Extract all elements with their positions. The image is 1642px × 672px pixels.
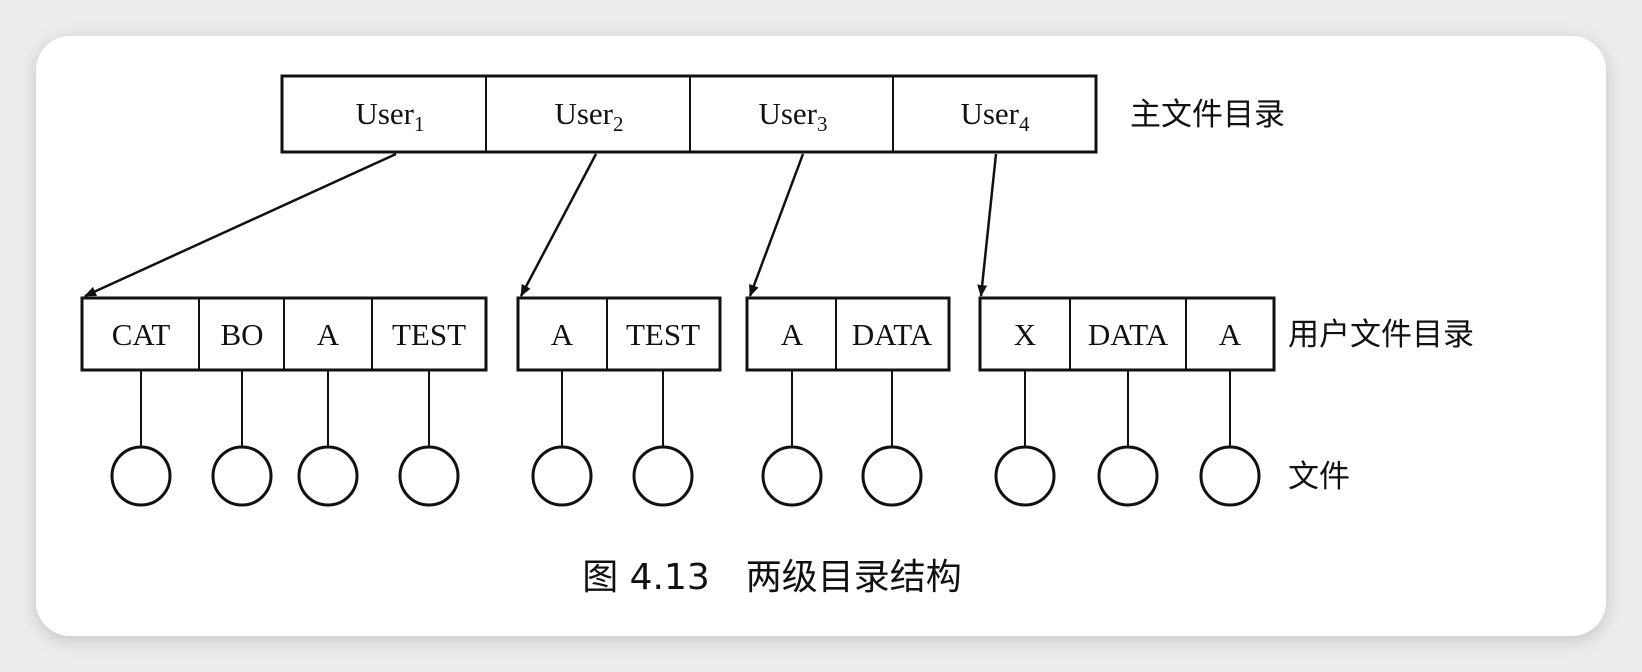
master-entry-user4: User4: [960, 96, 1030, 136]
file-circle: [531, 445, 593, 507]
master-directory: User1 User2 User3 User4 主文件目录: [280, 74, 1285, 154]
user-directory-3: A DATA: [745, 296, 951, 372]
file-circle: [110, 445, 172, 507]
file-node: [110, 370, 172, 507]
file-nodes: [110, 370, 1261, 507]
pointer-arrow: [748, 153, 805, 297]
file-node: [761, 370, 823, 507]
user-directory-box: [978, 296, 1276, 372]
master-directory-label: 主文件目录: [1130, 97, 1285, 133]
figure-caption: 图 4.13 两级目录结构: [582, 557, 962, 598]
user-directory-entry: TEST: [392, 317, 466, 352]
file-circle: [398, 445, 460, 507]
file-node: [994, 370, 1056, 507]
pointer-arrow: [84, 152, 397, 298]
user-directory-box: [516, 296, 722, 372]
file-node: [211, 370, 273, 507]
master-entry-user2: User2: [554, 96, 623, 136]
user-directory-entry: X: [1014, 317, 1036, 352]
file-circle: [761, 445, 823, 507]
file-node: [632, 370, 694, 507]
user-directory-entry: A: [317, 317, 340, 352]
user-directory-4: X DATA A: [978, 296, 1276, 372]
user-directory-entry: DATA: [852, 317, 933, 352]
file-node: [531, 370, 593, 507]
file-circle: [861, 445, 923, 507]
file-node: [861, 370, 923, 507]
file-circle: [632, 445, 694, 507]
user-directory-entry: DATA: [1088, 317, 1169, 352]
file-node: [1199, 370, 1261, 507]
user-directory-2: A TEST: [516, 296, 722, 372]
files-label: 文件: [1288, 459, 1350, 495]
user-directory-entry: BO: [220, 317, 263, 352]
user-directory-label: 用户文件目录: [1288, 317, 1474, 353]
user-directory-entry: A: [781, 317, 804, 352]
user-directory-entry: CAT: [112, 317, 171, 352]
user-directory-entry: A: [551, 317, 574, 352]
file-circle: [297, 445, 359, 507]
pointer-arrows: [84, 152, 998, 298]
file-node: [398, 370, 460, 507]
user-directory-box: [745, 296, 951, 372]
file-circle: [1199, 445, 1261, 507]
file-circle: [1097, 445, 1159, 507]
master-entry-user1: User1: [355, 96, 424, 136]
two-level-directory-diagram: User1 User2 User3 User4 主文件目录 CAT BO A T…: [80, 74, 1474, 598]
user-directory-entry: A: [1219, 317, 1242, 352]
file-node: [1097, 370, 1159, 507]
file-node: [297, 370, 359, 507]
file-circle: [211, 445, 273, 507]
user-directory-1: CAT BO A TEST: [80, 296, 488, 372]
file-circle: [994, 445, 1056, 507]
pointer-arrow: [519, 153, 598, 297]
master-entry-user3: User3: [758, 96, 827, 136]
diagram-card: User1 User2 User3 User4 主文件目录 CAT BO A T…: [36, 36, 1606, 636]
user-directory-entry: TEST: [626, 317, 700, 352]
pointer-arrow: [977, 153, 998, 297]
